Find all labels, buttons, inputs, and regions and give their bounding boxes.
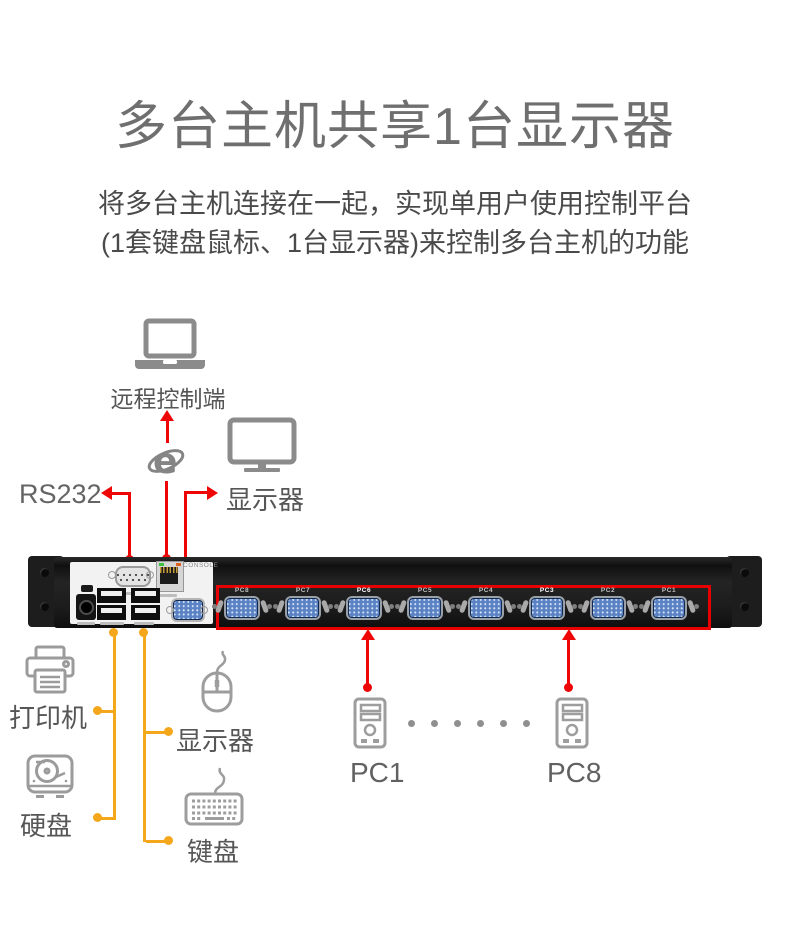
- rs232-label: RS232: [19, 479, 102, 509]
- ellipsis-dot: [431, 720, 438, 727]
- ellipsis-dot: [523, 720, 530, 727]
- usb-port-4: [131, 605, 160, 620]
- dot-pc8: [564, 683, 573, 692]
- usb-port-2: [97, 605, 126, 620]
- pc1-label: PC1: [350, 757, 405, 788]
- usb-cable1-v: [113, 629, 116, 820]
- hdd-dot: [93, 813, 102, 822]
- vga-port-pc5: PC5: [395, 587, 455, 624]
- hard-drive-icon: [26, 754, 74, 800]
- ellipsis-dot: [408, 720, 415, 727]
- keyboard-dot: [164, 836, 173, 845]
- laptop-icon: [132, 318, 208, 374]
- port-label: PC6: [356, 587, 372, 594]
- vga-port-pc3: PC3: [517, 587, 577, 624]
- arrow-up-pc8-icon: [562, 629, 576, 640]
- monitor-top-label: 显示器: [226, 485, 305, 515]
- console-text: CONSOLE: [183, 562, 219, 569]
- port-label: PC5: [417, 587, 433, 594]
- keyboard-label: 键盘: [187, 837, 240, 867]
- arrow-right-monitor-icon: [207, 486, 218, 500]
- pc-tower-icon-left: [353, 697, 387, 749]
- port-label: PC8: [234, 587, 250, 594]
- vga-port-pc8: PC8: [212, 587, 272, 624]
- console-vga-port: [166, 596, 208, 623]
- monitor-icon: [227, 417, 297, 473]
- port-label: PC1: [661, 587, 677, 594]
- arrow-up-pc1-icon: [361, 629, 375, 640]
- svg-text:e: e: [153, 441, 177, 480]
- dot-pc1: [363, 683, 372, 692]
- printer-branch: [98, 710, 115, 713]
- arrow-up-remote-icon: [160, 410, 174, 421]
- vga-port-pc2: PC2: [578, 587, 638, 624]
- mouse-label: 显示器: [176, 726, 255, 756]
- usb-cable2-v: [143, 629, 146, 842]
- mouse-icon: [197, 650, 237, 714]
- subtitle-line-1: 将多台主机连接在一起，实现单用户使用控制平台: [98, 189, 692, 219]
- port-label: PC3: [539, 587, 555, 594]
- power-jack: [76, 594, 96, 620]
- ellipsis-dot: [500, 720, 507, 727]
- ie-browser-icon: e: [147, 440, 185, 480]
- line-monitor-h: [185, 491, 208, 494]
- mouse-dot: [164, 727, 173, 736]
- line-pc1: [366, 639, 369, 685]
- pc-tower-icon-right: [555, 697, 589, 749]
- page-title: 多台主机共享1台显示器: [115, 98, 675, 156]
- port-label: PC4: [478, 587, 494, 594]
- ellipsis-dot: [454, 720, 461, 727]
- printer-dot: [93, 706, 102, 715]
- printer-label: 打印机: [9, 703, 88, 733]
- hdd-branch: [98, 817, 115, 820]
- vga-port-pc1: PC1: [639, 587, 699, 624]
- usb-port-1: [97, 588, 126, 603]
- line-pc8: [567, 639, 570, 685]
- usb-caption-1: [100, 622, 124, 625]
- mouse-branch: [146, 731, 168, 734]
- subtitle-line-2: (1套键盘鼠标、1台显示器)来控制多台主机的功能: [100, 228, 689, 258]
- serial-port: [108, 564, 154, 590]
- keyboard-icon: [184, 766, 244, 826]
- power-caption: [77, 622, 95, 625]
- power-switch: [81, 585, 93, 592]
- ellipsis-dot: [477, 720, 484, 727]
- ethernet-port-caption: [159, 594, 177, 597]
- rack-ear-right: [726, 556, 762, 627]
- vga-port-pc4: PC4: [456, 587, 516, 624]
- port-label: PC2: [600, 587, 616, 594]
- hdd-label: 硬盘: [20, 811, 73, 841]
- vga-port-pc7: PC7: [273, 587, 333, 624]
- usb-caption-2: [134, 622, 154, 625]
- port-label: PC7: [295, 587, 311, 594]
- remote-control-label: 远程控制端: [110, 386, 226, 412]
- line-monitor-v: [184, 491, 187, 603]
- keyboard-branch: [146, 840, 168, 843]
- ethernet-port: [156, 561, 184, 592]
- line-ie-to-lan: [165, 481, 168, 561]
- usb-port-3: [131, 588, 160, 603]
- vga-port-pc6: PC6: [334, 587, 394, 624]
- pc8-label: PC8: [547, 757, 602, 788]
- line-rs232-h: [111, 492, 131, 495]
- arrow-left-rs232-icon: [101, 486, 112, 500]
- line-ie-to-remote: [166, 420, 169, 443]
- printer-icon: [24, 644, 76, 696]
- line-rs232-v: [128, 492, 131, 562]
